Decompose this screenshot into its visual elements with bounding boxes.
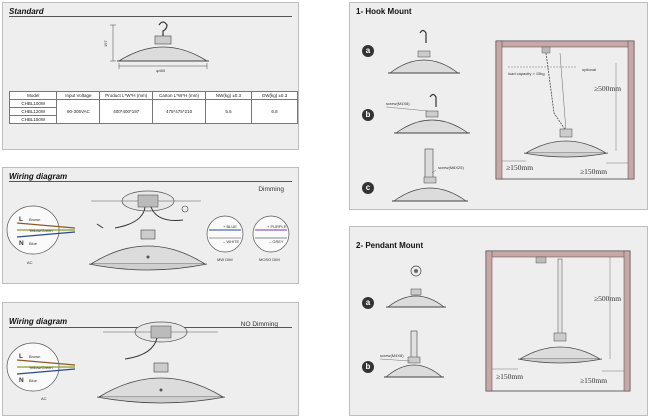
dim-150b-label: ≥150mm (580, 376, 607, 385)
brown-label: Brown (29, 354, 40, 359)
title-divider (9, 181, 292, 182)
nw-cell: 5.6 (204, 99, 252, 124)
hdr-product: Product L*W*H (mm) (99, 91, 154, 100)
wiring-nodimming-panel: Wiring diagram NO Dimming L Brown Yellow… (2, 302, 299, 416)
mode-nodimming-label: NO Dimming (240, 321, 278, 328)
hdr-nw: NW(kg) ±0.3 (204, 91, 252, 100)
gw-cell: 6.8 (250, 99, 298, 124)
yg-label: Yellow/Green (29, 228, 53, 233)
carton-size-cell: 475*475*210 (152, 99, 206, 124)
white-minus-label: – WHITE (223, 239, 240, 244)
screw-b-label: screw(M4X8) (386, 101, 410, 106)
step-badge-c: c (362, 182, 374, 194)
model-cell: CHBL120W (8, 107, 58, 116)
standard-panel: Standard 197 φ400 Model Input Voltage Pr… (2, 2, 299, 150)
standard-title: Standard (9, 7, 44, 16)
title-divider (9, 16, 292, 17)
hook-mount-drawing: screw(M4X8) screw(M8X25) optional load c… (385, 29, 635, 202)
blue-plus-label: + BLUE (223, 224, 237, 229)
optional-label: optional (582, 67, 596, 72)
spec-header-row: Model Input Voltage Product L*W*H (mm) C… (8, 91, 298, 100)
blue-label: Blue (29, 378, 38, 383)
model-cell: CHBL150W (8, 115, 58, 124)
pendant-mount-panel: 2- Pendant Mount a b screw(M4X8) ≥500mm … (349, 226, 648, 416)
N-label: N (19, 377, 24, 384)
moso-dim-label: MOSO DIM (259, 257, 280, 262)
dim-height-label: 197 (103, 40, 108, 47)
load-capacity-label: load capacity > 15kg (508, 71, 545, 76)
ac-label: AC (27, 260, 33, 265)
N-label: N (19, 240, 24, 247)
wiring-nodimming-drawing: L Brown Yellow/Green N Blue AC (6, 321, 226, 404)
step-badge-b: b (362, 109, 374, 121)
mode-dimming-label: Dimming (258, 186, 284, 193)
grey-minus-label: – GREY (269, 239, 284, 244)
wiring-dimming-title: Wiring diagram (9, 172, 68, 181)
L-label: L (19, 353, 23, 360)
spec-row: CHBL100W 90-305VAC 400*400*197 475*475*2… (8, 99, 298, 124)
dim-500-label: ≥500mm (594, 84, 621, 93)
wiring-dimming-drawing: L Brown Yellow/Green N Blue AC + BLUE – … (6, 190, 290, 271)
screw-c-label: screw(M8X25) (438, 165, 464, 170)
wiring-nodimming-title: Wiring diagram (9, 317, 68, 326)
standard-dimension-drawing: 197 φ400 (103, 21, 209, 73)
hdr-voltage: Input Voltage (56, 91, 101, 100)
dim-150a-label: ≥150mm (506, 163, 533, 172)
dim-150b-label: ≥150mm (580, 167, 607, 176)
dim-500-label: ≥500mm (594, 294, 621, 303)
dim-width-label: φ400 (156, 68, 166, 73)
hook-mount-panel: 1- Hook Mount a b c screw(M4X8) screw(M8… (349, 2, 648, 210)
brown-label: Brown (29, 217, 40, 222)
spec-row: CHBL150W (8, 115, 298, 124)
L-label: L (19, 216, 23, 223)
model-cell: CHBL100W (8, 99, 58, 108)
step-badge-b: b (362, 361, 374, 373)
hdr-gw: GW(kg) ±0.3 (250, 91, 298, 100)
blue-label: Blue (29, 241, 38, 246)
hook-mount-title: 1- Hook Mount (356, 7, 412, 16)
step-badge-a: a (362, 45, 374, 57)
ac-label: AC (41, 396, 47, 401)
spec-table: Model Input Voltage Product L*W*H (mm) C… (8, 91, 298, 124)
mw-dim-label: MW DIM (217, 257, 233, 262)
pendant-mount-drawing: screw(M4X8) ≥500mm ≥150mm ≥150mm (379, 250, 631, 392)
pendant-mount-title: 2- Pendant Mount (356, 241, 424, 250)
dim-150a-label: ≥150mm (496, 372, 523, 381)
step-badge-a: a (362, 297, 374, 309)
hdr-model: Model (8, 91, 58, 100)
yg-label: Yellow/Green (29, 365, 53, 370)
purple-plus-label: + PURPLE (267, 224, 287, 229)
hdr-carton: Carton L*W*H (mm) (152, 91, 206, 100)
voltage-cell: 90-305VAC (56, 99, 101, 124)
wiring-dimming-panel: Wiring diagram Dimming L Brown Yellow/Gr… (2, 167, 299, 284)
screw-b-label: screw(M4X8) (380, 353, 404, 358)
product-size-cell: 400*400*197 (99, 99, 154, 124)
